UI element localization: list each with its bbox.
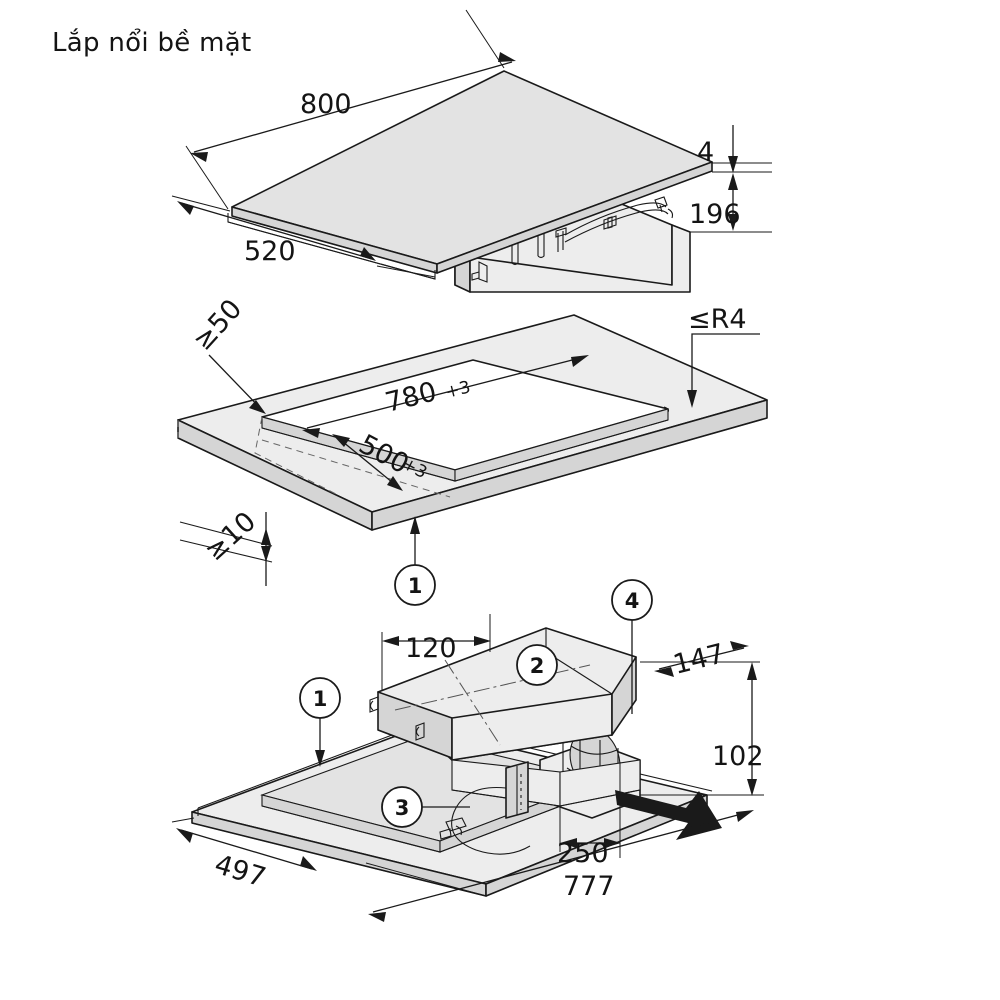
callout-label-1-worktop: 1 <box>408 574 423 598</box>
dimension-label-800: 800 <box>300 89 352 120</box>
dimension-102: 102 <box>640 662 764 796</box>
callout-label-1-assembly: 1 <box>313 687 328 711</box>
dimension-147: 147 <box>640 638 760 681</box>
callout-label-3-cable: 3 <box>395 796 410 820</box>
dimension-777: 777 <box>368 810 754 922</box>
dimension-label-250: 250 <box>557 838 609 869</box>
dimension-label-147: 147 <box>670 638 728 681</box>
dimension-196: 196 <box>689 173 772 233</box>
view-installed-assembly: 120 2 4 1 <box>171 579 764 922</box>
dimension-label-min10: ≥10 <box>199 506 262 567</box>
callout-label-2-motor: 2 <box>530 654 545 678</box>
dimension-label-497: 497 <box>211 849 269 894</box>
callout-label-4-duct: 4 <box>625 589 640 613</box>
dimension-tolerance-780: +3 <box>443 377 472 402</box>
dimension-520: 520 <box>171 195 436 278</box>
dimension-label-777: 777 <box>563 871 615 902</box>
dimension-800: 800 <box>185 9 516 210</box>
dimension-label-120: 120 <box>405 633 457 664</box>
dimension-label-maxR4: ≤R4 <box>688 304 747 335</box>
callout-balloon-circle <box>394 564 436 606</box>
dimension-label-min50: ≥50 <box>187 294 248 357</box>
dimension-250: 250 <box>557 762 621 869</box>
dimension-min10: ≥10 <box>179 506 273 586</box>
dimension-label-4: 4 <box>697 137 714 168</box>
callout-balloon-circle <box>516 644 558 686</box>
dimension-label-102: 102 <box>712 741 764 772</box>
callout-balloon-circle <box>299 677 341 719</box>
callout-4-duct: 4 <box>611 579 653 714</box>
dimension-label-520: 520 <box>244 236 296 267</box>
callout-1-assembly: 1 <box>299 677 341 767</box>
dimension-maxR4: ≤R4 <box>687 304 760 408</box>
dimension-4: 4 <box>697 125 772 173</box>
callout-1-worktop: 1 <box>394 516 436 606</box>
callout-balloon-circle <box>611 579 653 621</box>
view-appliance-overview: 800 520 4 <box>171 9 772 293</box>
callout-2-motor: 2 <box>516 644 558 686</box>
motor-unit <box>369 627 637 761</box>
callout-3-cable: 3 <box>381 786 470 828</box>
view-worktop-cutout: ≥50 ≤R4 780 +3 500 +3 <box>177 294 768 606</box>
worktop-slab <box>177 314 768 531</box>
callout-balloon-circle <box>381 786 423 828</box>
cooktop-glass-plate <box>227 70 713 280</box>
airflow-arrow <box>615 790 722 840</box>
dimension-min50: ≥50 <box>187 294 266 414</box>
page-title: Lắp nổi bề mặt <box>52 28 252 58</box>
dimension-120: 120 <box>381 614 491 690</box>
dimension-label-196: 196 <box>689 199 741 230</box>
